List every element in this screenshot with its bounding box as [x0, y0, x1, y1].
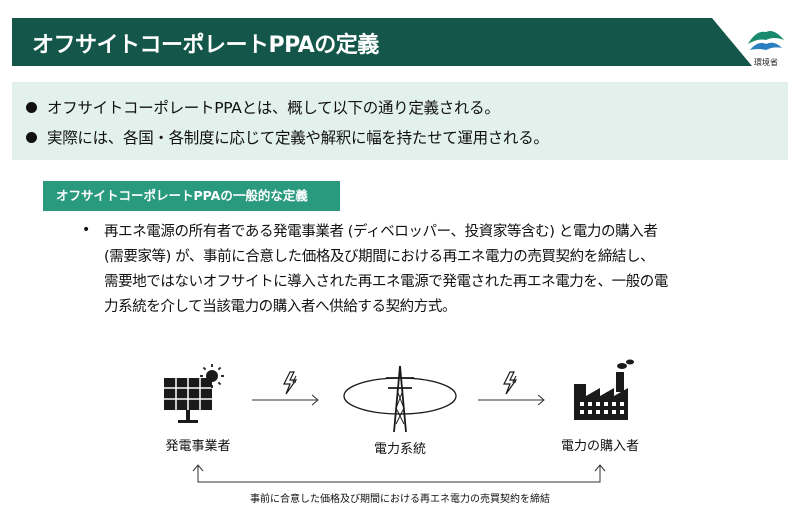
definition-line: 力系統を介して当該電力の購入者へ供給する契約方式。 [104, 299, 457, 315]
definition-heading: オフサイトコーポレートPPAの一般的な定義 [43, 181, 340, 211]
solar-panel-icon [164, 378, 212, 423]
ministry-logo-text: 環境省 [754, 58, 778, 67]
electricity-icon [283, 371, 298, 395]
ppa-diagram: 発電事業者 電力系統 電力の購入者 事前に合意した価格及び期間における再エネ電力… [0, 350, 800, 523]
flow-arrow [478, 394, 545, 406]
summary-item: オフサイトコーポレートPPAとは、概して以下の通り定義される。 [26, 96, 500, 118]
bullet-dot-icon [26, 132, 37, 143]
ppa-diagram-graphic [164, 359, 634, 483]
contract-bracket [192, 464, 606, 483]
summary-box: オフサイトコーポレートPPAとは、概して以下の通り定義される。 実際には、各国・… [12, 82, 788, 160]
factory-icon [574, 359, 634, 420]
definition-line: 需要地ではないオフサイトに導入された再エネ電源で発電された再エネ電力を、一般の電 [104, 274, 668, 290]
page-title: オフサイトコーポレートPPAの定義 [32, 33, 379, 58]
title-bar-shape [12, 18, 752, 66]
definition-line: (需要家等) が、事前に合意した価格及び期間における再エネ電力の売買契約を締結し… [104, 249, 655, 265]
summary-item: 実際には、各国・各制度に応じて定義や解釈に幅を持たせて運用される。 [26, 126, 549, 148]
ministry-logo-icon [748, 31, 784, 50]
sun-icon [200, 364, 224, 388]
definition-line: 再エネ電源の所有者である発電事業者 (ディベロッパー、投資家等含む) と電力の購… [104, 224, 658, 240]
transmission-tower-icon [343, 365, 457, 433]
definition-bullet: • [82, 222, 91, 238]
summary-item-text: オフサイトコーポレートPPAとは、概して以下の通り定義される。 [47, 99, 500, 117]
bullet-dot-icon [26, 102, 37, 113]
grid-label: 電力系統 [373, 442, 426, 457]
generator-label: 発電事業者 [165, 439, 231, 454]
title-bar: オフサイトコーポレートPPAの定義 [12, 18, 752, 66]
buyer-label: 電力の購入者 [560, 439, 639, 454]
ministry-logo: 環境省 [744, 24, 788, 68]
electricity-icon [503, 371, 518, 395]
contract-label: 事前に合意した価格及び期間における再エネ電力の売買契約を締結 [250, 494, 550, 505]
flow-arrow [252, 394, 319, 406]
summary-item-text: 実際には、各国・各制度に応じて定義や解釈に幅を持たせて運用される。 [47, 129, 549, 147]
